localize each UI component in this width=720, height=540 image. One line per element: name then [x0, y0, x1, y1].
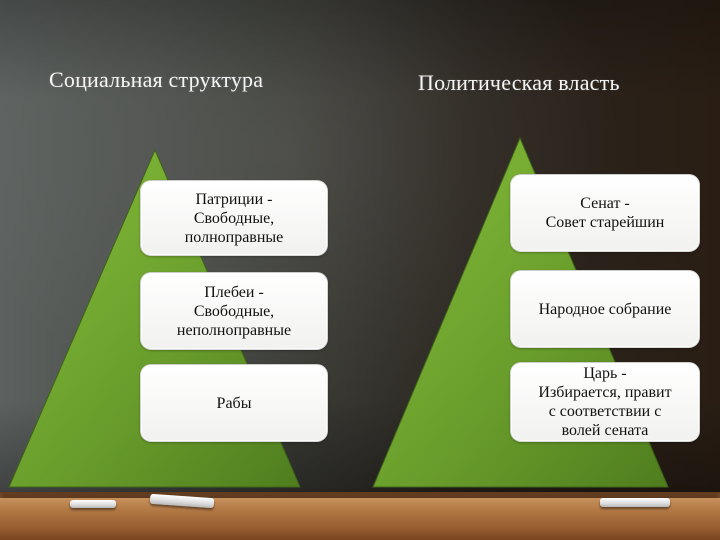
- right-level-2-card: Народное собрание: [510, 270, 700, 348]
- right-level-1-card: Сенат - Совет старейшин: [510, 174, 700, 252]
- left-level-1-card: Патриции - Свободные, полноправные: [140, 180, 328, 256]
- left-level-3-card: Рабы: [140, 364, 328, 442]
- right-diagram-title: Политическая власть: [418, 70, 620, 95]
- left-level-2-card: Плебеи - Свободные, неполноправные: [140, 272, 328, 350]
- right-level-3-card: Царь - Избирается, правит с соответствии…: [510, 362, 700, 442]
- chalk-tray-lip: [0, 492, 720, 500]
- chalk-piece: [70, 500, 116, 508]
- chalk-piece: [600, 498, 670, 507]
- left-diagram-title: Социальная структура: [49, 67, 264, 92]
